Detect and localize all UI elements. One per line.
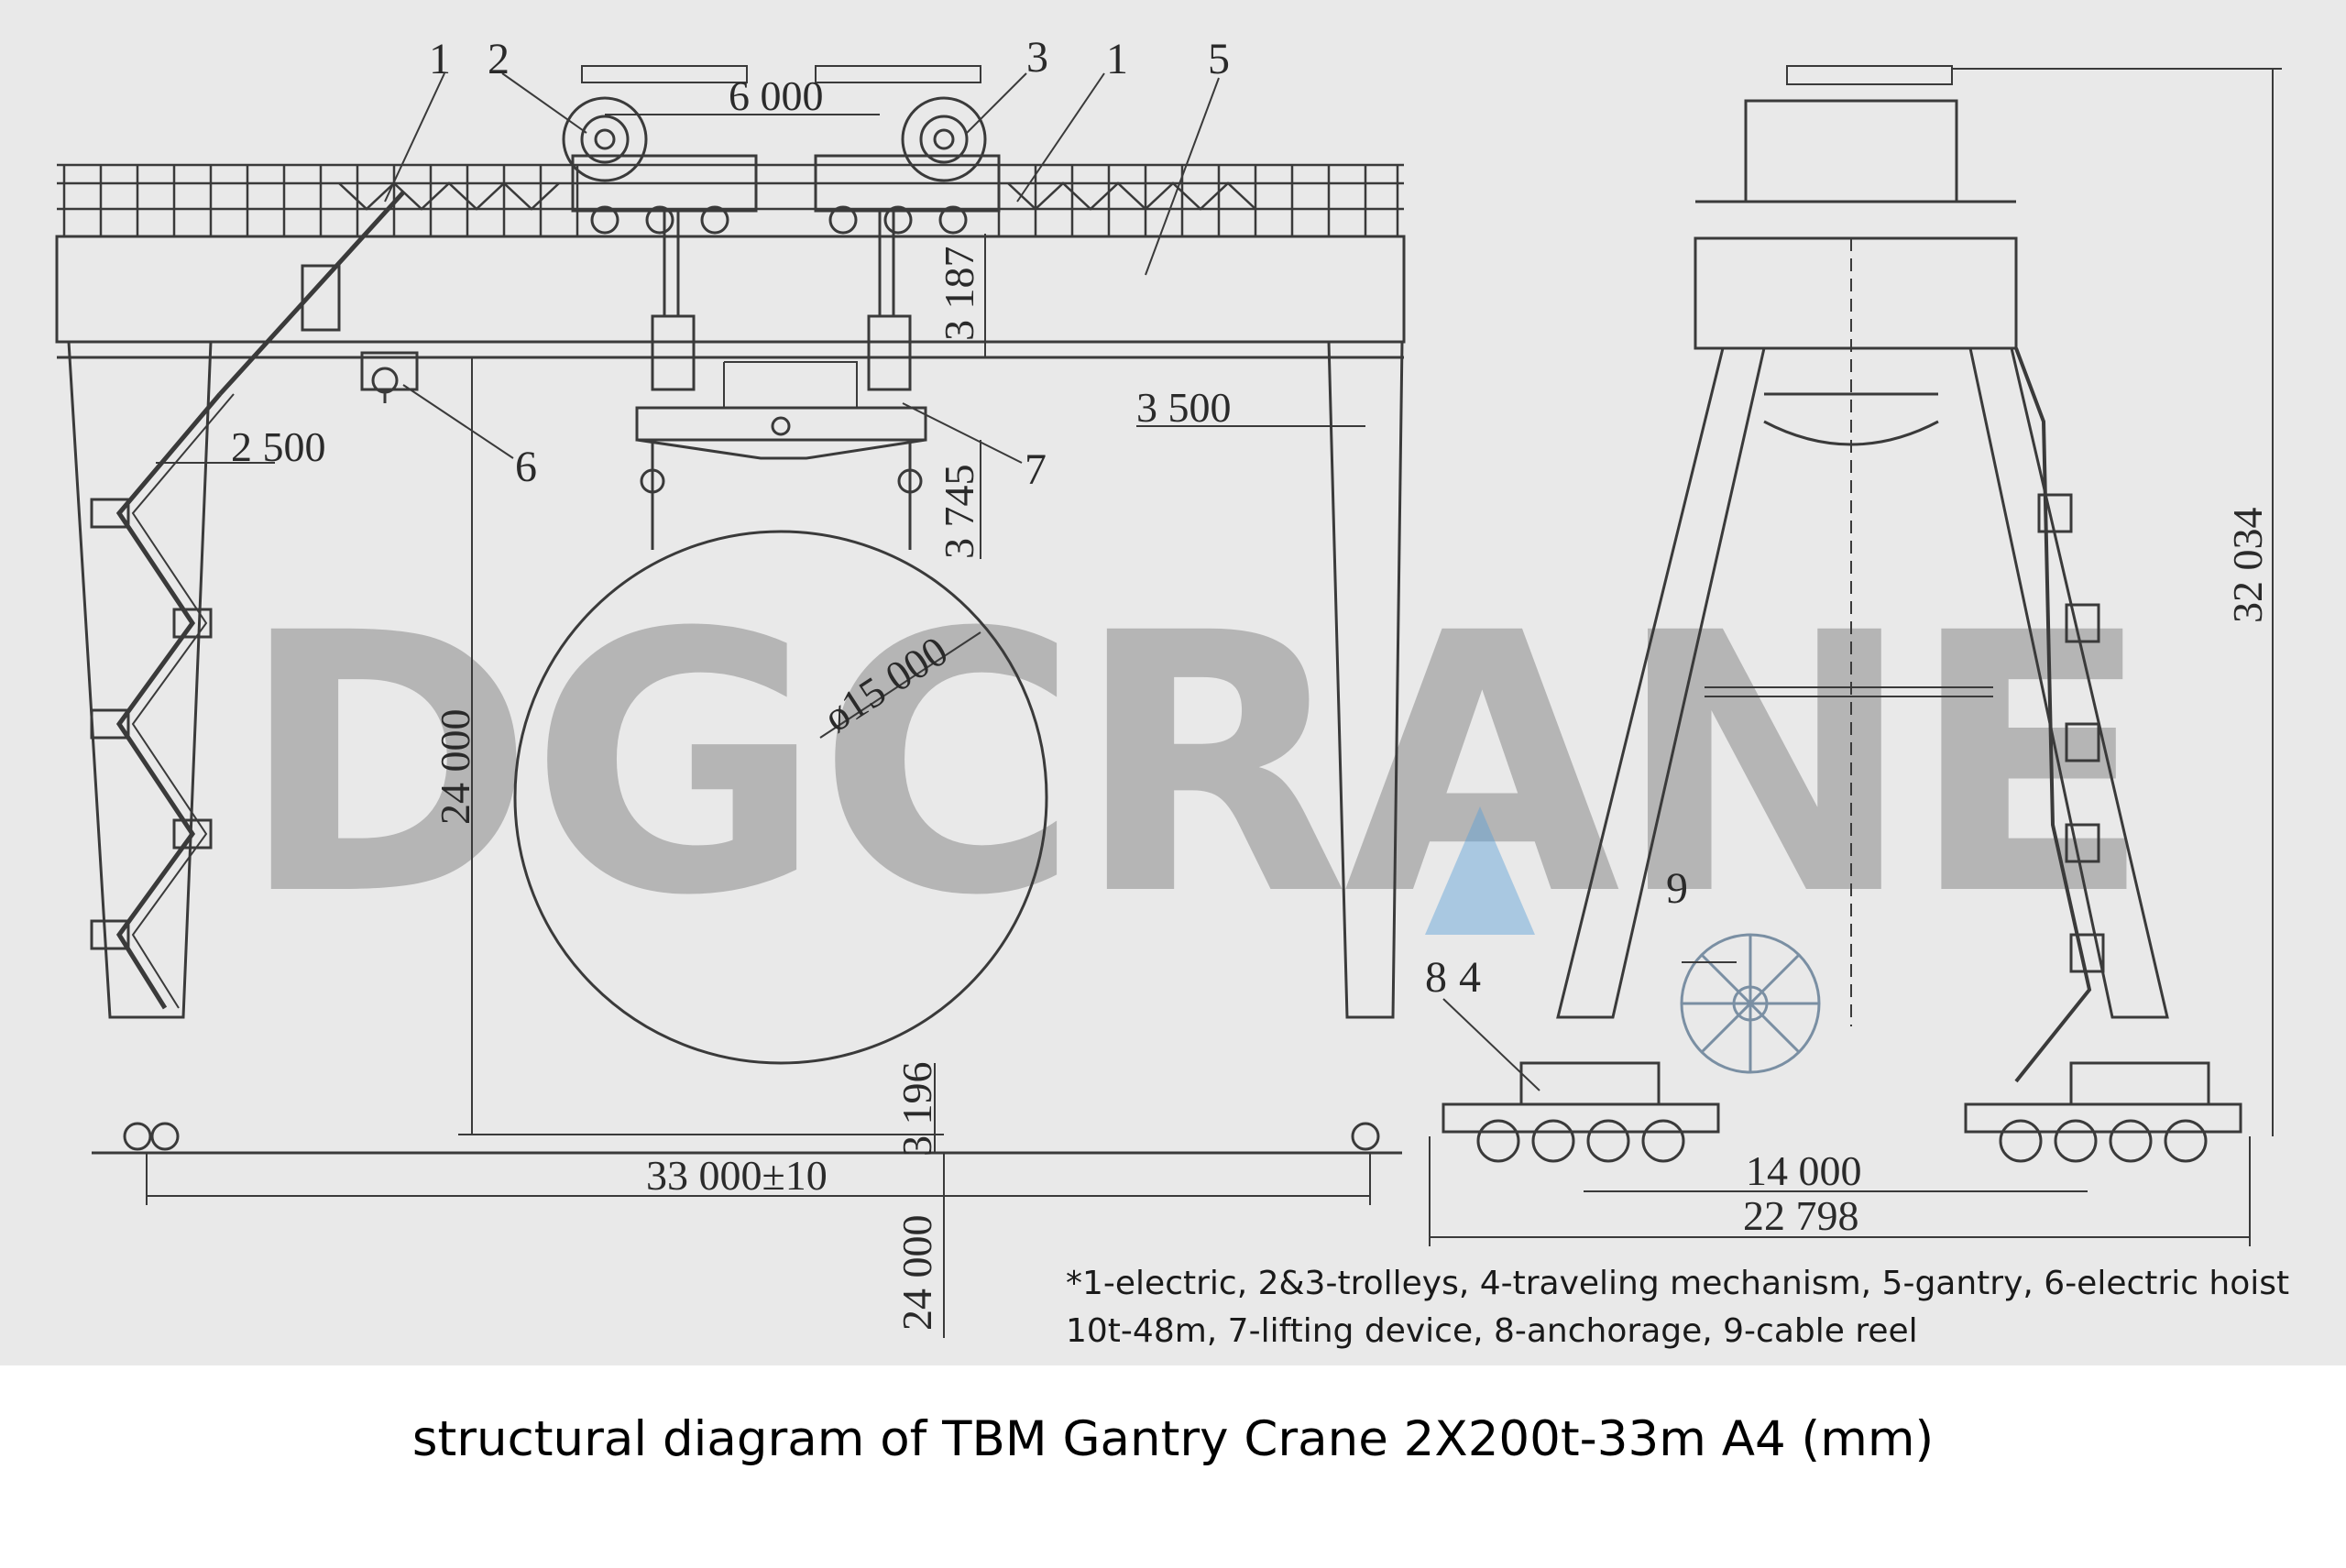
engineering-drawing: DGCRANE xyxy=(0,0,2346,1365)
label-9: 9 xyxy=(1666,864,1688,913)
diameter-leader xyxy=(819,631,981,739)
right-leg xyxy=(1327,341,1404,1019)
side-view-annotations: 8 4 9 32 034 14 000 22 798 xyxy=(1425,508,2271,1240)
cable-reel xyxy=(1680,933,1821,1074)
side-left-leg xyxy=(1556,347,1766,1019)
dim-clearance: 3 196 xyxy=(893,1062,940,1157)
side-view xyxy=(1429,65,2282,1246)
front-view xyxy=(55,65,1406,1338)
diagram-caption: structural diagram of TBM Gantry Crane 2… xyxy=(411,1411,1935,1467)
front-bogies xyxy=(123,1122,1380,1151)
electric-hoist xyxy=(360,351,419,403)
right-bogie xyxy=(1964,1061,2242,1163)
left-bogie xyxy=(1442,1061,1720,1163)
label-2: 2 xyxy=(488,35,510,83)
left-ladder xyxy=(115,392,222,1010)
main-girder xyxy=(55,235,1406,344)
dim-pipe-diameter: ø15 000 xyxy=(816,627,956,740)
dim-wheelbase: 14 000 xyxy=(1746,1147,1862,1194)
label-5: 5 xyxy=(1208,35,1230,83)
watermark-accent-triangle xyxy=(1425,806,1535,935)
label-6: 6 xyxy=(515,443,537,491)
tbm-pipe-segment xyxy=(513,530,1048,1065)
dim-left-offset: 2 500 xyxy=(231,423,326,470)
label-1: 1 xyxy=(429,35,451,83)
label-7: 7 xyxy=(1025,445,1047,494)
dim-below-ground: 24 000 xyxy=(893,1215,940,1332)
girder-stair xyxy=(218,191,405,396)
dim-right-offset: 3 500 xyxy=(1136,384,1232,431)
trolley-right xyxy=(814,96,1001,316)
left-leg xyxy=(67,341,213,1019)
label-4: 4 xyxy=(1459,953,1481,1002)
watermark-logo: DGCRANE xyxy=(238,557,2153,973)
hook-block-left xyxy=(651,314,696,391)
dim-span: 33 000±10 xyxy=(646,1152,828,1199)
dim-beam-depth: 3 187 xyxy=(936,247,982,342)
trolley-left xyxy=(562,96,758,316)
front-view-annotations: 1 2 3 1 5 6 7 6 000 3 187 2 500 3 500 3 … xyxy=(231,33,1232,1331)
dim-hook-gap: 3 745 xyxy=(936,465,982,560)
spreader-beam xyxy=(636,438,926,460)
dim-overall-width: 22 798 xyxy=(1743,1192,1859,1239)
side-right-leg xyxy=(1968,347,2169,1019)
component-legend: *1-electric, 2&3-trolleys, 4-traveling m… xyxy=(1066,1265,2290,1350)
dim-lift-height: 24 000 xyxy=(432,709,478,826)
crane-drawing-svg: 1 2 3 1 5 6 7 6 000 3 187 2 500 3 500 3 … xyxy=(55,33,2282,1338)
hook-block-right xyxy=(867,314,912,391)
dim-total-height: 32 034 xyxy=(2224,508,2271,624)
label-8: 8 xyxy=(1425,953,1447,1002)
side-top-frame xyxy=(1694,236,2018,350)
dim-trolley-spacing: 6 000 xyxy=(729,72,824,119)
label-3: 3 xyxy=(1026,33,1048,82)
label-1b: 1 xyxy=(1106,35,1128,83)
top-walkway-railing xyxy=(57,163,1404,236)
side-ladder xyxy=(2014,347,2092,1083)
